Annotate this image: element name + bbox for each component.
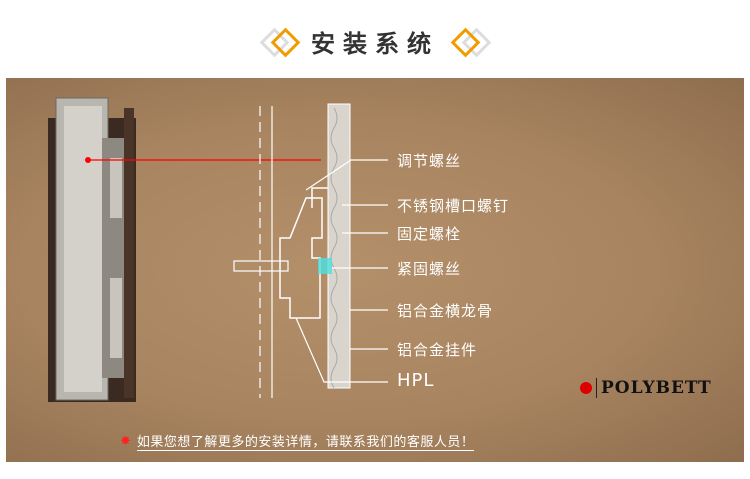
label-slot-screw: 不锈钢槽口螺钉: [397, 197, 510, 215]
logo-emblem-icon: [580, 382, 592, 394]
label-aluminum-keel: 铝合金横龙骨: [397, 302, 494, 320]
contact-note[interactable]: ✸ 如果您想了解更多的安装详情，请联系我们的客服人员！: [120, 431, 475, 451]
contact-note-text[interactable]: 如果您想了解更多的安装详情，请联系我们的客服人员！: [136, 431, 475, 451]
installation-diagram: [48, 97, 388, 402]
pointer-dot: [85, 157, 91, 163]
label-aluminum-hanger: 铝合金挂件: [397, 341, 478, 359]
section-header: 安装系统: [0, 0, 750, 78]
pointer-arrow-icon: ✸: [120, 433, 131, 449]
label-fixing-bolt: 固定螺栓: [397, 225, 462, 243]
label-adjust-screw: 调节螺丝: [397, 152, 462, 170]
page-title: 安装系统: [311, 30, 439, 58]
installation-diagram-panel: 调节螺丝 不锈钢槽口螺钉 固定螺栓 紧固螺丝 铝合金横龙骨 铝合金挂件 HPL …: [6, 78, 744, 462]
hpl-board: [327, 103, 351, 389]
label-hpl: HPL: [397, 370, 435, 391]
label-fastening-screw: 紧固螺丝: [397, 260, 462, 278]
logo-brand: POLYBETT: [596, 378, 712, 398]
polybett-logo: POLYBETT: [580, 378, 712, 398]
panel-photo: [48, 97, 136, 402]
